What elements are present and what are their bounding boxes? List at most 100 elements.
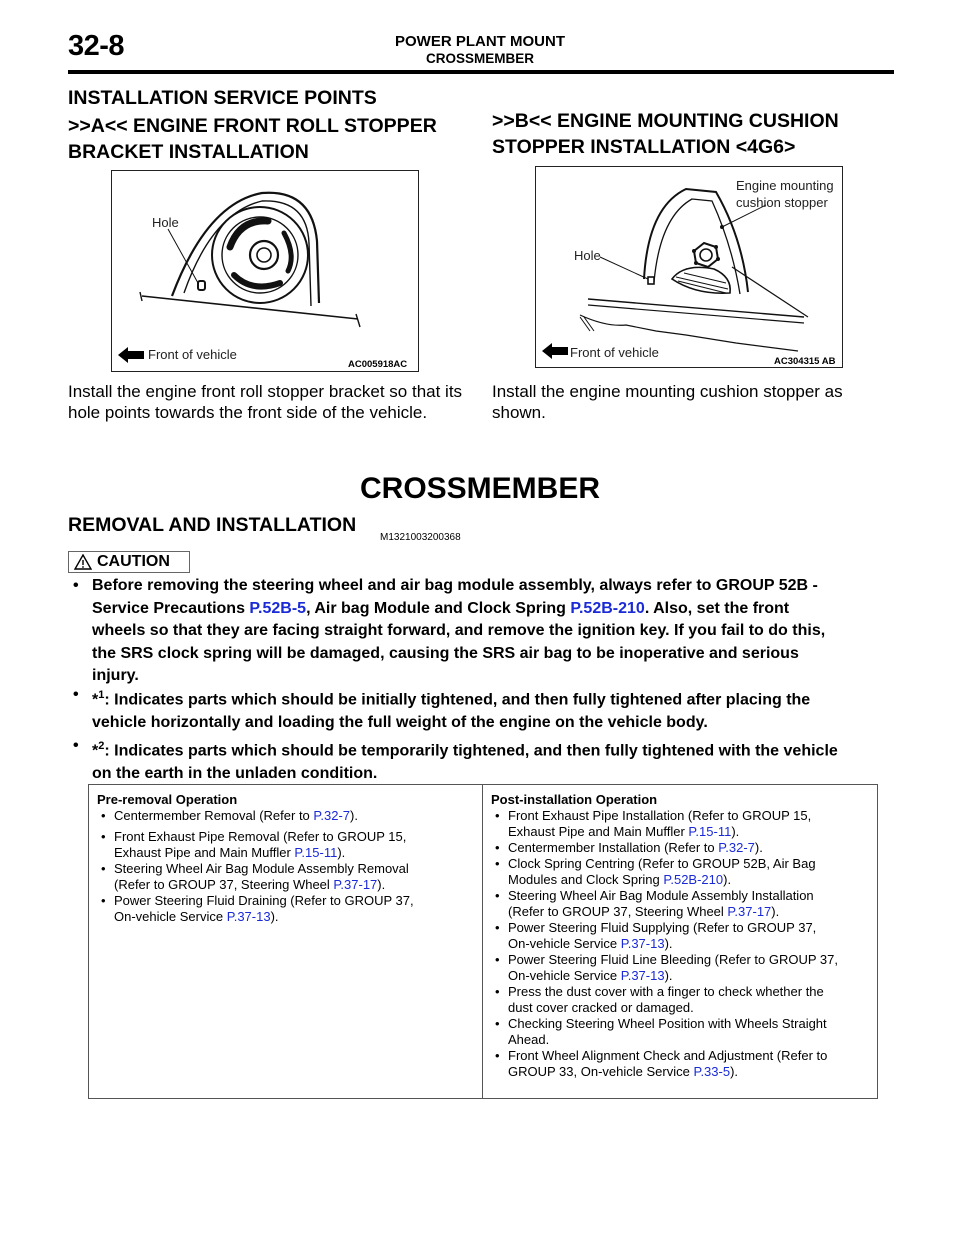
bullet-dot: • xyxy=(73,737,79,754)
bullet2-line2: vehicle horizontally and loading the ful… xyxy=(92,713,708,731)
operation-line-2: GROUP 33, On-vehicle Service P.33-5). xyxy=(508,1063,739,1079)
bullet-dot: • xyxy=(495,856,500,871)
page-link[interactable]: P.37-17 xyxy=(727,903,772,919)
operation-item: • Front Exhaust Pipe Installation (Refer … xyxy=(495,808,812,839)
bullet-dot: • xyxy=(101,893,106,908)
figure-b-label-stopper-1: Engine mounting xyxy=(736,178,834,193)
bullet1-line1: Before removing the steering wheel and a… xyxy=(92,577,818,594)
operation-line-1: Centermember Removal (Refer to P.32-7). xyxy=(114,808,358,823)
figure-a-code: AC005918AC xyxy=(348,359,408,370)
operation-line-1: Clock Spring Centring (Refer to GROUP 52… xyxy=(508,856,816,871)
operation-line-2: Exhaust Pipe and Main Muffler P.15-11). xyxy=(508,823,740,839)
crossmember-title: CROSSMEMBER xyxy=(359,472,600,505)
bullet-dot: • xyxy=(495,952,500,967)
step-a-text-2: hole points towards the front side of th… xyxy=(68,403,428,422)
caution-bullet-2: • *1: Indicates parts which should be in… xyxy=(73,684,811,734)
bullet-dot: • xyxy=(495,920,500,935)
operation-line-1: Power Steering Fluid Line Bleeding (Refe… xyxy=(508,952,838,967)
cushion-stopper-drawing xyxy=(542,187,809,359)
page-link[interactable]: P.15-11 xyxy=(294,844,338,860)
bullet2-line1: *1: Indicates parts which should be init… xyxy=(92,689,811,709)
roll-stopper-bracket-drawing xyxy=(118,191,361,363)
operation-line-2: Ahead. xyxy=(508,1031,550,1047)
operation-line-1: Checking Steering Wheel Position with Wh… xyxy=(508,1016,827,1031)
step-b-text-2: shown. xyxy=(492,403,546,422)
figure-b-label-stopper-2: cushion stopper xyxy=(736,195,828,210)
page-link[interactable]: P.15-11 xyxy=(688,823,732,839)
operation-line-1: Steering Wheel Air Bag Module Assembly I… xyxy=(508,888,814,903)
operation-line-1: Power Steering Fluid Draining (Refer to … xyxy=(114,893,414,908)
header-rule xyxy=(68,70,894,74)
step-b-title-2: STOPPER INSTALLATION <4G6> xyxy=(492,136,796,158)
figure-b-label-hole: Hole xyxy=(574,248,601,263)
bullet-dot: • xyxy=(73,686,79,703)
operation-line-1: Steering Wheel Air Bag Module Assembly R… xyxy=(114,861,409,876)
operation-line-1: Front Exhaust Pipe Installation (Refer t… xyxy=(508,808,812,823)
section-title: POWER PLANT MOUNT xyxy=(395,33,565,50)
operation-line-1: Press the dust cover with a finger to ch… xyxy=(508,984,824,999)
operation-line-1: Power Steering Fluid Supplying (Refer to… xyxy=(508,920,817,935)
operation-item: •Front Wheel Alignment Check and Adjustm… xyxy=(495,1048,827,1079)
page-number: 32-8 xyxy=(68,30,125,62)
caution-bullet-1: • Before removing the steering wheel and… xyxy=(73,575,826,688)
operation-item: •Front Exhaust Pipe Removal (Refer to GR… xyxy=(101,829,406,860)
operation-line-2: dust cover cracked or damaged. xyxy=(508,999,694,1015)
bullet-dot: • xyxy=(101,808,106,823)
operation-item: • Checking Steering Wheel Position with W… xyxy=(495,1016,827,1047)
document-code: M1321003200368 xyxy=(380,532,461,543)
operation-line-2: (Refer to GROUP 37, Steering Wheel P.37-… xyxy=(114,876,386,892)
bullet-dot: • xyxy=(495,1048,500,1063)
link-p52b-210[interactable]: P.52B-210 xyxy=(570,599,645,617)
bullet-dot: • xyxy=(495,1016,500,1031)
figure-b-label-front: Front of vehicle xyxy=(570,345,659,360)
operation-item: •Centermember Installation (Refer to P.3… xyxy=(495,840,763,856)
warning-triangle-icon xyxy=(74,554,92,570)
operation-line-2: Exhaust Pipe and Main Muffler P.15-11). xyxy=(114,844,346,860)
bullet-dot: • xyxy=(73,577,79,594)
page-link[interactable]: P.37-13 xyxy=(620,935,665,951)
operation-item: • Power Steering Fluid Supplying (Refer t… xyxy=(495,920,817,951)
page-link[interactable]: P.37-13 xyxy=(226,908,271,924)
operation-line-2: On-vehicle Service P.37-13). xyxy=(508,935,673,951)
operation-item: • Steering Wheel Air Bag Module Assembly … xyxy=(495,888,814,919)
page-link[interactable]: P.32-7 xyxy=(313,808,351,823)
operation-line-2: (Refer to GROUP 37, Steering Wheel P.37-… xyxy=(508,903,780,919)
link-p52b-5[interactable]: P.52B-5 xyxy=(249,599,307,617)
step-a-title-1: >>A<< ENGINE FRONT ROLL STOPPER xyxy=(68,115,437,137)
figure-b-code: AC304315 AB xyxy=(774,356,836,367)
figure-b: Engine mounting cushion stopper Hole Fro… xyxy=(535,166,843,368)
operation-item: • Centermember Removal (Refer to P.32-7). xyxy=(101,808,358,824)
bullet-dot: • xyxy=(101,829,106,844)
bullet1-line5: injury. xyxy=(92,667,139,684)
page-link[interactable]: P.37-17 xyxy=(333,876,378,892)
page-link[interactable]: P.52B-210 xyxy=(663,871,724,887)
bullet-dot: • xyxy=(495,888,500,903)
operation-line-2: On-vehicle Service P.37-13). xyxy=(114,908,279,924)
step-a-text-1: Install the engine front roll stopper br… xyxy=(68,382,463,401)
operation-item: • Power Steering Fluid Draining (Refer to… xyxy=(101,893,414,924)
bullet3-line1: *2: Indicates parts which should be temp… xyxy=(92,740,838,760)
operation-item: •Press the dust cover with a finger to c… xyxy=(495,984,824,1015)
figure-a: Hole Front of vehicle AC005918AC xyxy=(111,170,419,372)
page-link[interactable]: P.32-7 xyxy=(718,840,755,855)
bullet1-line4: the SRS clock spring will be damaged, ca… xyxy=(92,644,799,662)
pre-removal-column: Pre-removal Operation •Centermember Remo… xyxy=(89,785,483,1098)
step-b-text-1: Install the engine mounting cushion stop… xyxy=(492,382,843,401)
install-heading: INSTALLATION SERVICE POINTS xyxy=(68,87,377,109)
operation-item: •Steering Wheel Air Bag Module Assembly … xyxy=(101,861,409,892)
page-link[interactable]: P.37-13 xyxy=(620,967,665,983)
caution-label: CAUTION xyxy=(97,553,170,570)
bullet1-line2: Service Precautions P.52B-5, Air bag Mod… xyxy=(92,599,790,617)
operation-item: • Clock Spring Centring (Refer to GROUP 5… xyxy=(495,856,816,887)
post-installation-column: Post-installation Operation •Front Exhau… xyxy=(483,785,877,1098)
bullet3-line2: on the earth in the unladen condition. xyxy=(92,764,378,782)
step-a-title-2: BRACKET INSTALLATION xyxy=(68,141,309,163)
operation-line-1: Centermember Installation (Refer to P.32… xyxy=(508,840,763,855)
figure-a-label-hole: Hole xyxy=(152,215,179,230)
bullet1-line3: wheels so that they are facing straight … xyxy=(92,622,826,639)
operation-line-2: Modules and Clock Spring P.52B-210). xyxy=(508,871,732,887)
step-b-title-1: >>B<< ENGINE MOUNTING CUSHION xyxy=(492,110,839,132)
bullet-dot: • xyxy=(495,808,500,823)
operations-table: Pre-removal Operation •Centermember Remo… xyxy=(88,784,878,1099)
page-link[interactable]: P.33-5 xyxy=(693,1063,731,1079)
